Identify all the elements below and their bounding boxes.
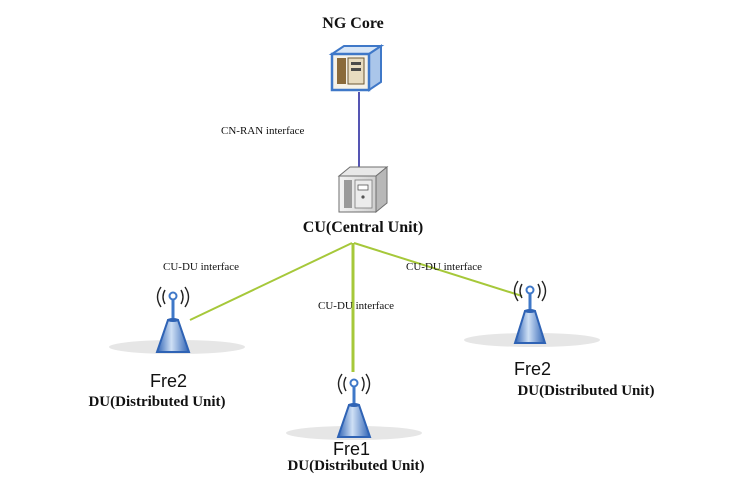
cu-du-interface-label-left: CU-DU interface	[163, 261, 239, 273]
cu-label: CU(Central Unit)	[303, 219, 423, 236]
du-right-node: Fre2 DU(Distributed Unit)	[464, 280, 655, 399]
core-server-icon	[328, 44, 385, 92]
du-left-node: Fre2 DU(Distributed Unit)	[88, 286, 245, 410]
du-left-label: DU(Distributed Unit)	[88, 394, 225, 410]
cu-du-interface-label-right: CU-DU interface	[406, 261, 482, 273]
core-label: NG Core	[322, 15, 383, 32]
du-center-frequency: Fre1	[333, 439, 370, 459]
du-center-label: DU(Distributed Unit)	[287, 458, 424, 474]
cu-du-interface-label-center: CU-DU interface	[318, 300, 394, 312]
du-center-node: Fre1 DU(Distributed Unit)	[286, 373, 425, 474]
du-right-frequency: Fre2	[514, 359, 551, 379]
du-center-antenna-icon	[336, 373, 372, 438]
cu-server-icon	[337, 165, 389, 214]
du-left-frequency: Fre2	[150, 371, 187, 391]
cu-du-link-left	[189, 242, 353, 321]
du-right-label: DU(Distributed Unit)	[517, 383, 654, 399]
cu-du-link-right	[353, 242, 523, 297]
du-left-antenna-icon	[155, 286, 191, 353]
du-right-antenna-icon	[513, 280, 547, 344]
cn-ran-interface-label: CN-RAN interface	[221, 125, 305, 137]
